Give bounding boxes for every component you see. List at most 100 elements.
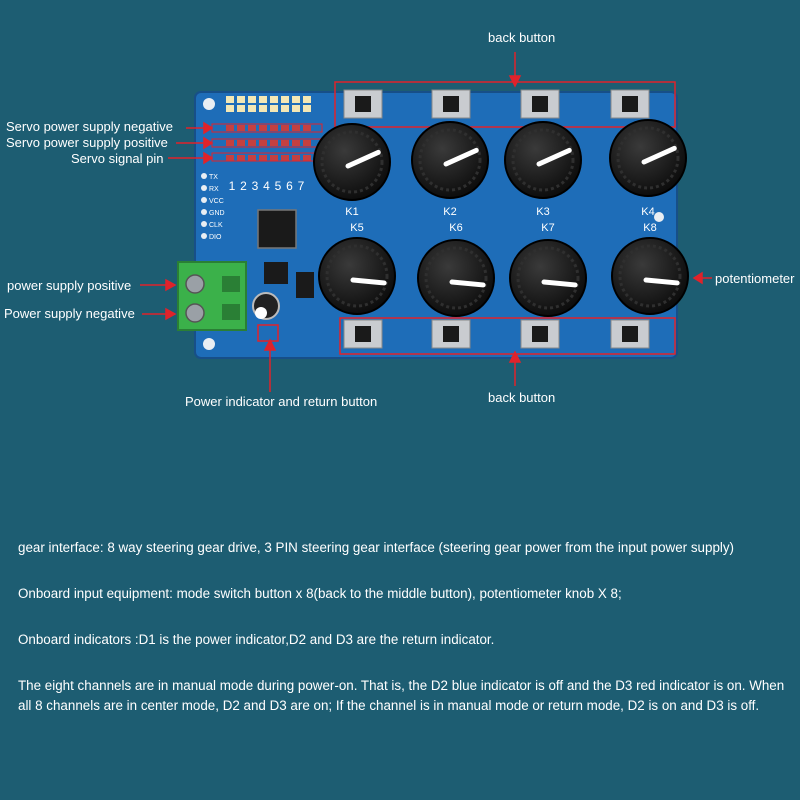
pin-number: 4 [263,179,270,193]
header-pin [270,105,278,112]
callout-power-positive: power supply positive [7,278,132,293]
capacitor-cap [255,307,267,319]
mount-hole [654,212,664,222]
pin-number: 2 [240,179,247,193]
header-pin [303,96,311,103]
callout-servo-positive: Servo power supply positive [6,135,168,150]
header-pin [259,96,267,103]
callout-top-back-button: back button [488,30,556,45]
potentiometer-knob [509,239,587,317]
knob-grip [511,128,575,192]
servo-pin [237,125,245,131]
pin-number: 1 [229,179,236,193]
knob-indicator [345,149,381,169]
tactile-button-cap [532,96,548,112]
tactile-button-cap [355,326,371,342]
knob-label: K6 [449,222,462,234]
header-pin [281,96,289,103]
regulator-chip [296,272,314,298]
side-pin-label: CLK [209,222,223,229]
servo-pin [281,125,289,131]
servo-pin [237,140,245,146]
terminal-screw [185,274,205,294]
potentiometer-knob [611,237,689,315]
callout-power-indicator: Power indicator and return button [185,394,378,409]
servo-pin [281,155,289,161]
callout-servo-negative: Servo power supply negative [6,119,173,134]
description-gear-interface: gear interface: 8 way steering gear driv… [18,540,735,555]
highlight-power-indicator [257,324,279,342]
servo-pin [270,155,278,161]
header-pins-row [226,96,311,112]
servo-pin [292,140,300,146]
header-pin [292,105,300,112]
description-channel-modes: The eight channels are in manual mode du… [18,678,785,714]
pin-number: 6 [286,179,293,193]
knob-label: K1 [345,206,358,218]
knob-indicator [536,147,572,167]
knob-label: K3 [536,206,549,218]
servo-pin [292,125,300,131]
servo-pin [237,155,245,161]
callout-servo-signal: Servo signal pin [71,151,164,166]
knob-indicator [641,145,677,165]
callout-arrows [140,52,712,392]
tactile-button-cap [532,326,548,342]
servo-pin [270,125,278,131]
side-pin-label: GND [209,210,225,217]
side-pin-pad [201,173,207,179]
callout-power-negative: Power supply negative [4,306,135,321]
knob-grip [618,244,682,308]
servo-pin [259,140,267,146]
servo-pin [303,140,311,146]
terminal-slot [222,276,240,292]
callout-bottom-back-button: back button [488,390,556,405]
knob-grip [616,126,680,190]
terminal-slot [222,304,240,320]
top-button-row [343,89,650,119]
side-pin-label: VCC [209,198,224,205]
servo-pin [226,125,234,131]
highlight-bottom-buttons [339,317,676,355]
description-block: gear interface: 8 way steering gear driv… [18,538,790,743]
servo-pin [303,125,311,131]
mount-hole [203,98,215,110]
knob-indicator [541,279,578,288]
servo-pin [248,140,256,146]
header-pin [292,96,300,103]
bottom-button-row [343,319,650,349]
knob-indicator [350,277,387,286]
tactile-button-cap [355,96,371,112]
servo-pin [303,155,311,161]
servo-pin [281,140,289,146]
pin-number: 3 [252,179,259,193]
servo-pin [292,155,300,161]
servo-pin-header [226,125,311,161]
knob-label: K8 [643,222,656,234]
side-pin-pad [201,185,207,191]
servo-pin [248,125,256,131]
side-pin-label: DIO [209,234,222,241]
knob-grip [424,246,488,310]
servo-pin [226,140,234,146]
header-pin [248,96,256,103]
side-pin-pad [201,197,207,203]
pin-number: 5 [275,179,282,193]
header-pin [303,105,311,112]
knob-indicator [643,277,680,286]
servo-pin [259,125,267,131]
servo-pin [270,140,278,146]
knob-grip [418,128,482,192]
knob-grip [325,244,389,308]
knob-label: K4 [641,206,654,218]
tactile-button-cap [443,326,459,342]
knob-label: K7 [541,222,554,234]
side-pin-pad [201,233,207,239]
mount-hole [203,338,215,350]
tactile-button-cap [622,326,638,342]
side-pin-pad [201,221,207,227]
header-pin [237,96,245,103]
